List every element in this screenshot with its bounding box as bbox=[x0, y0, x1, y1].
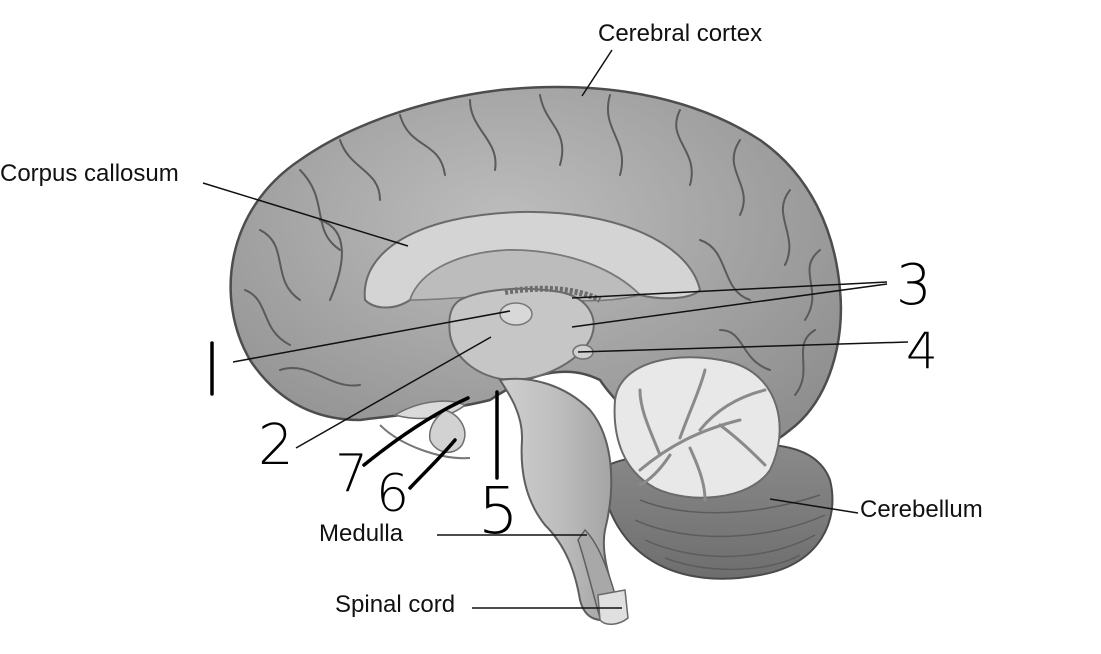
hand-strokes bbox=[210, 341, 499, 490]
number-label-2: 2 bbox=[258, 413, 294, 478]
label-medulla: Medulla bbox=[319, 520, 404, 547]
label-spinal-cord: Spinal cord bbox=[335, 591, 456, 618]
number-label-7: 7 bbox=[335, 444, 369, 504]
pineal-strip bbox=[504, 285, 602, 303]
number-label-3: 3 bbox=[896, 253, 932, 318]
thalamus-shape bbox=[448, 287, 595, 382]
label-corpus-callosum: Corpus callosum bbox=[0, 160, 179, 187]
temporal-edge bbox=[379, 424, 471, 460]
number-label-5: 5 bbox=[478, 475, 519, 549]
spinal-cord-shape bbox=[597, 589, 629, 625]
gyri-lines bbox=[244, 94, 821, 396]
label-cerebral-cortex: Cerebral cortex bbox=[598, 20, 763, 47]
pointer-lines bbox=[202, 49, 909, 609]
number-label-4: 4 bbox=[906, 322, 938, 380]
number-label-6: 6 bbox=[376, 464, 410, 524]
interthalamic-adhesion bbox=[499, 302, 533, 326]
arbor-vitae bbox=[613, 356, 781, 502]
label-cerebellum: Cerebellum bbox=[860, 496, 983, 523]
